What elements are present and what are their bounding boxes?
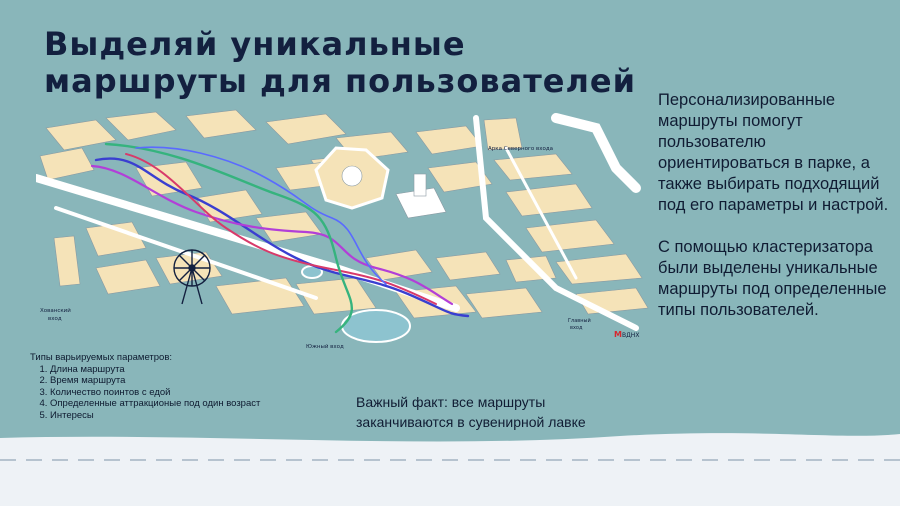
label-north-arch: Арка Северного входа (488, 146, 553, 152)
parameter-items: Длина маршрута Время маршрута Количество… (30, 364, 260, 422)
route-green (104, 142, 353, 334)
description: Персонализированные маршруты помогут пол… (658, 90, 894, 342)
parameter-item: Количество поинтов с едой (50, 387, 260, 399)
important-fact: Важный факт: все маршруты заканчиваются … (356, 392, 586, 432)
fact-line-1: Важный факт: все маршруты (356, 394, 546, 410)
parameter-item: Время маршрута (50, 375, 260, 387)
main-pavilion (395, 173, 447, 219)
fact-line-2: заканчиваются в сувенирной лавке (356, 414, 586, 430)
route-violet (135, 146, 387, 285)
user-routes (90, 142, 470, 334)
parameter-item: Длина маршрута (50, 364, 260, 376)
central-plaza (314, 146, 390, 210)
title-line-1: Выделяй уникальные (44, 25, 466, 63)
label-khovansky-2: вход (48, 316, 62, 322)
parameter-heading: Типы варьируемых параметров: (30, 352, 173, 363)
label-khovansky-1: Хованский (40, 307, 71, 314)
metro-vdnh-badge: М ВДНХ (614, 330, 639, 339)
metro-icon: М (614, 330, 622, 339)
label-main-2: вход (570, 325, 583, 331)
title-line-2: маршруты для пользователей (44, 62, 636, 100)
map-labels: Арка Северного входа Хованский вход Южны… (40, 146, 591, 350)
label-main-1: Главный (568, 317, 591, 324)
parameter-item: Интересы (50, 410, 260, 422)
description-paragraph-2: С помощью кластеризатора были выделены у… (658, 238, 887, 319)
label-south-entrance: Южный вход (306, 343, 344, 350)
metro-label: ВДНХ (622, 332, 639, 339)
park-map: Арка Северного входа Хованский вход Южны… (36, 109, 649, 350)
route-purple (90, 164, 454, 306)
description-paragraph-1: Персонализированные маршруты помогут пол… (658, 91, 889, 214)
parameter-item: Определенные аттракционые под один возра… (50, 398, 260, 410)
ferris-wheel-icon (173, 249, 211, 305)
bottom-road-band (0, 433, 900, 506)
page-title: Выделяй уникальные маршруты для пользова… (44, 26, 636, 100)
parameter-list: Типы варьируемых параметров: Длина маршр… (30, 352, 260, 422)
route-red (125, 153, 437, 305)
map-ponds (301, 265, 411, 343)
route-blue (94, 157, 470, 318)
